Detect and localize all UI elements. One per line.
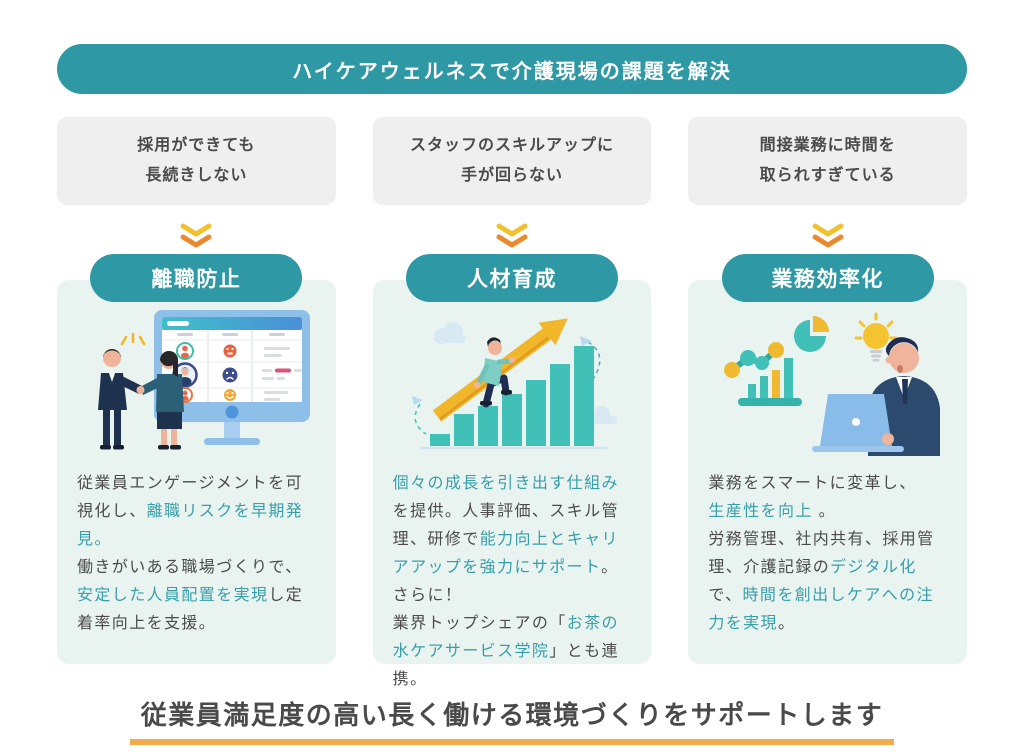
column-training: スタッフのスキルアップに 手が回らない 人材育成 [372, 117, 652, 688]
problem-line: スタッフのスキルアップに [410, 137, 615, 155]
column-efficiency: 間接業務に時間を 取られすぎている 業務効率化 [688, 117, 968, 664]
problem-box: スタッフのスキルアップに 手が回らない [372, 117, 652, 205]
problem-line: 採用ができても [137, 137, 256, 155]
problem-box: 間接業務に時間を 取られすぎている [688, 117, 968, 205]
category-pill: 人材育成 [406, 254, 618, 302]
laptop-charts-illustration [723, 312, 940, 456]
problem-box: 採用ができても 長続きしない [57, 117, 336, 205]
card-area: 離職防止 [57, 254, 336, 664]
description-text: 業務をスマートに変革し、 生産性を向上 。 労務管理、社内共有、採用管理、介護記… [708, 475, 935, 632]
problem-line: 取られすぎている [759, 167, 896, 184]
footer: 従業員満足度の高い長く働ける環境づくりをサポートします [0, 695, 1024, 745]
column-retention: 採用ができても 長続きしない 離職防止 [57, 117, 336, 664]
solution-card: 業務をスマートに変革し、 生産性を向上 。 労務管理、社内共有、採用管理、介護記… [688, 280, 968, 664]
problem-line: 手が回らない [461, 167, 564, 184]
category-pill: 業務効率化 [721, 254, 934, 302]
solution-card: 個々の成長を引き出す仕組みを提供。人事評価、スキル管理、研修で能力向上とキャリア… [372, 280, 652, 688]
problem-line: 長続きしない [145, 167, 248, 184]
description-text: 個々の成長を引き出す仕組みを提供。人事評価、スキル管理、研修で能力向上とキャリア… [392, 475, 619, 688]
problem-line: 間接業務に時間を [759, 137, 896, 155]
footer-underline [130, 739, 894, 745]
double-chevron-down-icon [495, 223, 529, 249]
header-banner: ハイケアウェルネスで介護現場の課題を解決 [57, 44, 967, 94]
double-chevron-down-icon [179, 223, 213, 249]
card-area: 人材育成 [372, 254, 652, 688]
growth-arrow-climb-illustration [412, 318, 617, 450]
description-text: 従業員エンゲージメントを可視化し、離職リスクを早期発見。 働きがいある職場づくり… [77, 475, 304, 632]
columns-row: 採用ができても 長続きしない 離職防止 [57, 117, 968, 688]
solution-card: 従業員エンゲージメントを可視化し、離職リスクを早期発見。 働きがいある職場づくり… [57, 280, 336, 664]
banner-title: ハイケアウェルネスで介護現場の課題を解決 [292, 60, 732, 83]
footer-title: 従業員満足度の高い長く働ける環境づくりをサポートします [140, 700, 884, 730]
handshake-monitor-illustration [98, 310, 311, 450]
category-label: 業務効率化 [771, 268, 884, 291]
card-area: 業務効率化 [688, 254, 968, 664]
category-pill: 離職防止 [90, 254, 303, 302]
double-chevron-down-icon [811, 223, 845, 249]
category-label: 離職防止 [151, 268, 242, 291]
category-label: 人材育成 [467, 268, 557, 291]
